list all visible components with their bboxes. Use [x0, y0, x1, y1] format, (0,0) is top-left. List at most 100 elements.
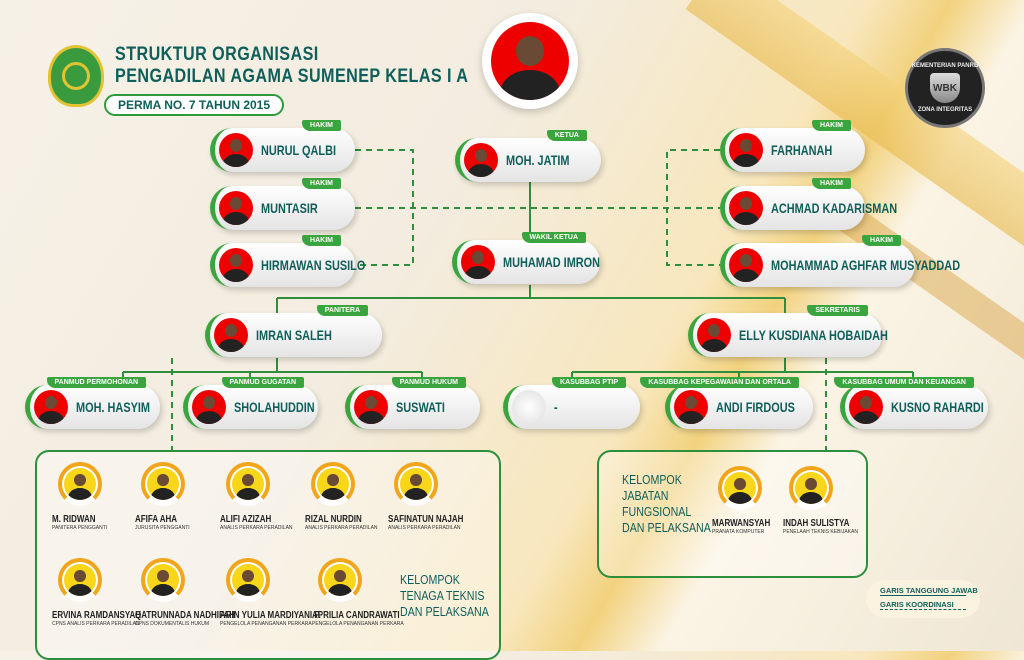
staff-role: PANITERA PENGGANTI [52, 525, 108, 531]
regulation-badge: PERMA NO. 7 TAHUN 2015 [104, 94, 285, 116]
avatar [214, 318, 248, 352]
person-name: - [554, 399, 558, 415]
role-tag: KASUBBAG UMUM DAN KEUANGAN [834, 377, 974, 388]
staff-role: PRANATA KOMPUTER [712, 529, 765, 535]
staff-name: INDAH SULISTYA [783, 518, 850, 529]
role-tag: HAKIM [302, 178, 341, 189]
role-tag: HAKIM [812, 120, 851, 131]
person-name: IMRAN SALEH [256, 327, 332, 343]
staff-name: QATRUNNADA NADHIFAH [135, 610, 235, 621]
avatar [512, 390, 546, 424]
avatar [354, 390, 388, 424]
avatar [64, 468, 96, 500]
person-name: MOH. JATIM [506, 152, 570, 168]
avatar [491, 22, 569, 100]
avatar [192, 390, 226, 424]
avatar [729, 133, 763, 167]
person-name: SHOLAHUDDIN [234, 399, 315, 415]
role-tag: KASUBBAG PTIP [552, 377, 626, 388]
avatar [724, 472, 756, 504]
role-tag: HAKIM [862, 235, 901, 246]
staff-name: ARIN YULIA MARDIYANI P. [220, 610, 321, 621]
avatar [674, 390, 708, 424]
staff-role: PENGELOLA PENANGANAN PERKARA [312, 621, 404, 627]
role-tag: HAKIM [302, 235, 341, 246]
person-name: MOH. HASYIM [76, 399, 151, 415]
avatar [219, 191, 253, 225]
card-h4: FARHANAH HAKIM [720, 120, 865, 172]
role-tag: KASUBBAG KEPEGAWAIAN DAN ORTALA [640, 377, 799, 388]
avatar [219, 248, 253, 282]
legend: GARIS TANGGUNG JAWAB GARIS KOORDINASI [866, 580, 980, 618]
avatar [464, 143, 498, 177]
staff-role: PENGELOLA PENANGANAN PERKARA [220, 621, 312, 627]
role-tag: WAKIL KETUA [521, 232, 586, 243]
staff-role: ANALIS PERKARA PERADILAN [388, 525, 461, 531]
avatar [232, 468, 264, 500]
staff-name: M. RIDWAN [52, 514, 96, 525]
person-name: MUHAMAD IMRON [503, 254, 601, 270]
role-tag: PANITERA [316, 305, 368, 316]
staff-role: CPNS ANALIS PERKARA PERADILAN [52, 621, 140, 627]
role-tag: PANMUD HUKUM [391, 377, 466, 388]
card-ks2: ANDI FIRDOUS KASUBBAG KEPEGAWAIAN DAN ORT… [640, 377, 813, 429]
role-tag: SEKRETARIS [807, 305, 868, 316]
avatar [219, 133, 253, 167]
court-logo [48, 45, 104, 107]
staff-role: JURUSITA PENGGANTI [135, 525, 190, 531]
person-name: MUNTASIR [261, 200, 318, 216]
card-h6: MOHAMMAD AGHFAR MUSYADDAD HAKIM [720, 235, 960, 287]
avatar [64, 564, 96, 596]
person-name: FARHANAH [771, 142, 833, 158]
staff-name: ERVINA RAMDANSYAH [52, 610, 142, 621]
legend-dashed-line: GARIS KOORDINASI [880, 600, 966, 610]
person-name: NURUL QALBI [261, 142, 337, 158]
role-tag: HAKIM [302, 120, 341, 131]
avatar [147, 564, 179, 596]
card-ks1: - KASUBBAG PTIP [503, 377, 640, 429]
avatar [232, 564, 264, 596]
person-name: SUSWATI [396, 399, 445, 415]
role-tag: HAKIM [812, 178, 851, 189]
avatar [795, 472, 827, 504]
staff-name: RIZAL NURDIN [305, 514, 362, 525]
person-name: HIRMAWAN SUSILO [261, 257, 366, 273]
avatar [729, 248, 763, 282]
staff-role: ANALIS PERKARA PERADILAN [305, 525, 378, 531]
card-h2: MUNTASIR HAKIM [210, 178, 355, 230]
card-wakil: MUHAMAD IMRON WAKIL KETUA [452, 232, 601, 284]
person-name: MOHAMMAD AGHFAR MUSYADDAD [771, 257, 961, 273]
avatar [324, 564, 356, 596]
staff-role: ANALIS PERKARA PERADILAN [220, 525, 293, 531]
avatar [849, 390, 883, 424]
staff-role: PENELAAH TEKNIS KEBIJAKAN [783, 529, 858, 535]
staff-name: SAFINATUN NAJAH [388, 514, 464, 525]
avatar [317, 468, 349, 500]
avatar [400, 468, 432, 500]
person-name: ANDI FIRDOUS [716, 399, 795, 415]
avatar [697, 318, 731, 352]
avatar [729, 191, 763, 225]
avatar [461, 245, 495, 279]
ketua-photo [482, 13, 578, 109]
role-tag: KETUA [546, 130, 587, 141]
staff-name: AFIFA AHA [135, 514, 178, 525]
staff-role: CPNS DOKUMENTALIS HUKUM [135, 621, 210, 627]
card-pm3: SUSWATI PANMUD HUKUM [345, 377, 480, 429]
